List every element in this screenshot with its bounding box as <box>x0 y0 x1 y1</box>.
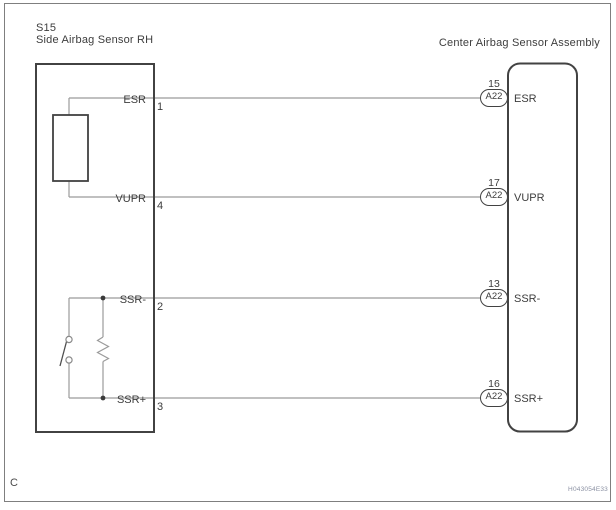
right-connector-outline <box>507 62 578 433</box>
switch-contact-bottom <box>65 356 73 364</box>
signal-label-left: SSR- <box>119 294 146 306</box>
switch-symbol <box>59 335 73 367</box>
squib-symbol <box>52 114 89 182</box>
left-component-box <box>35 63 155 433</box>
connector-oval: A22 <box>480 389 508 407</box>
pin-number-right: 13 <box>488 278 500 290</box>
left-component-code: S15 <box>36 22 57 34</box>
connector-oval: A22 <box>480 89 508 107</box>
switch-contact-top <box>65 335 73 344</box>
connector-oval: A22 <box>480 289 508 307</box>
signal-label-left: ESR <box>123 94 146 106</box>
signal-label-left: VUPR <box>115 193 146 205</box>
junction-dot <box>100 395 106 401</box>
signal-label-right: SSR+ <box>514 393 544 405</box>
right-component-name: Center Airbag Sensor Assembly <box>438 37 600 49</box>
page-label: C <box>10 477 18 489</box>
connector-oval: A22 <box>480 188 508 206</box>
wire-group <box>68 97 480 399</box>
signal-label-right: SSR- <box>514 293 541 305</box>
signal-label-left: SSR+ <box>116 394 146 406</box>
left-component-name: Side Airbag Sensor RH <box>36 34 154 46</box>
signal-label-right: VUPR <box>514 192 545 204</box>
outer-border <box>4 3 611 502</box>
pin-number-right: 16 <box>488 378 500 390</box>
signal-label-right: ESR <box>514 93 537 105</box>
pin-number-left: 1 <box>157 101 164 113</box>
pin-number-left: 4 <box>157 200 164 212</box>
junction-dot <box>100 295 106 301</box>
figure-id: H043054E33 <box>568 486 608 493</box>
pin-number-right: 17 <box>488 177 500 189</box>
pin-number-left: 3 <box>157 401 164 413</box>
resistor-symbol <box>96 336 110 363</box>
pin-number-left: 2 <box>157 301 164 313</box>
pin-number-right: 15 <box>488 78 500 90</box>
